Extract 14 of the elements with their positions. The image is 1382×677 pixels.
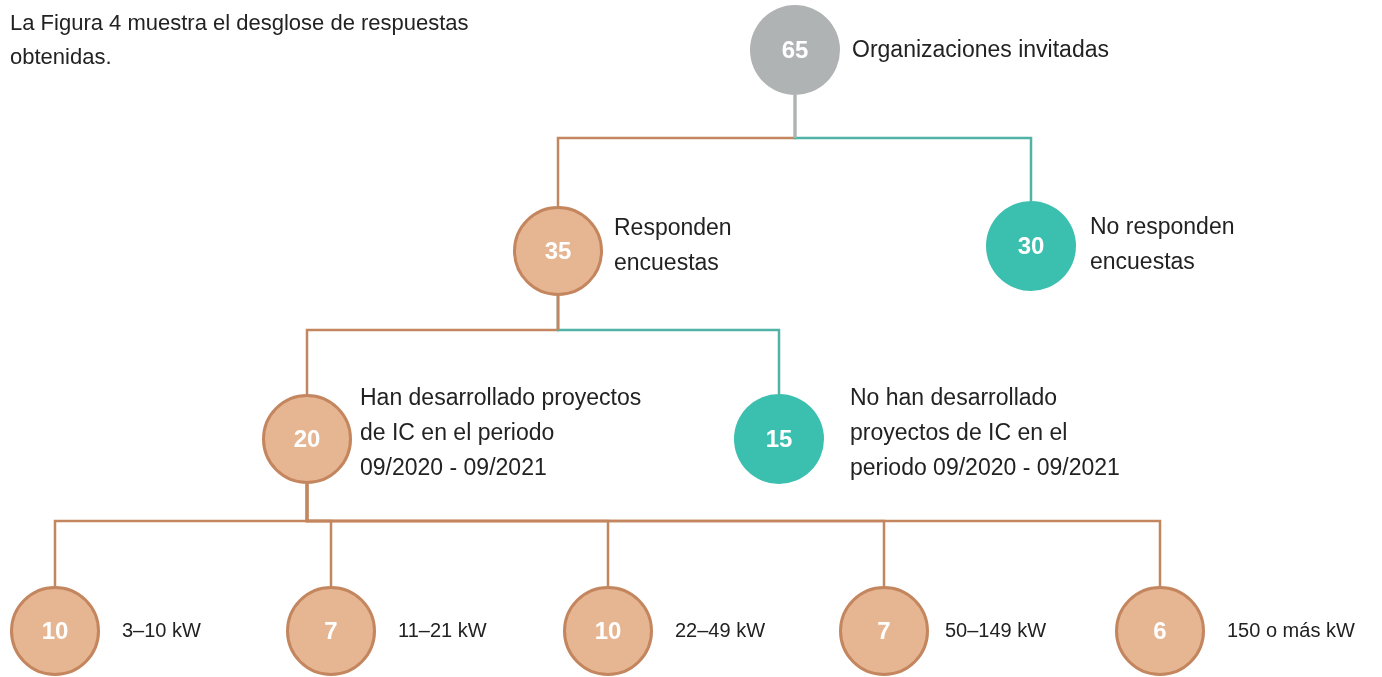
node-caption: 3–10 kW: [122, 618, 202, 643]
node-caption: 150 o más kW: [1227, 618, 1356, 643]
node-caption: Organizaciones invitadas: [852, 35, 1110, 64]
connector-trunk: [556, 296, 560, 330]
node-caption: 22–49 kW: [675, 618, 767, 643]
intro-text: La Figura 4 muestra el desglose de respuestas obtenidas.: [10, 9, 470, 71]
connector-trunk: [305, 484, 309, 521]
node-caption: Responden encuestas: [614, 213, 733, 277]
node-caption: 11–21 kW: [398, 618, 488, 643]
node-caption: Han desarrollado proyectos de IC en el periodo 09/2020 - 09/2021: [360, 383, 642, 482]
node-caption: 50–149 kW: [945, 618, 1048, 643]
connector-trunk: [793, 95, 797, 138]
node-caption: No han desarrollado proyectos de IC en el periodo 09/2020 - 09/2021: [850, 383, 1121, 482]
node-caption: No responden encuestas: [1090, 212, 1236, 276]
